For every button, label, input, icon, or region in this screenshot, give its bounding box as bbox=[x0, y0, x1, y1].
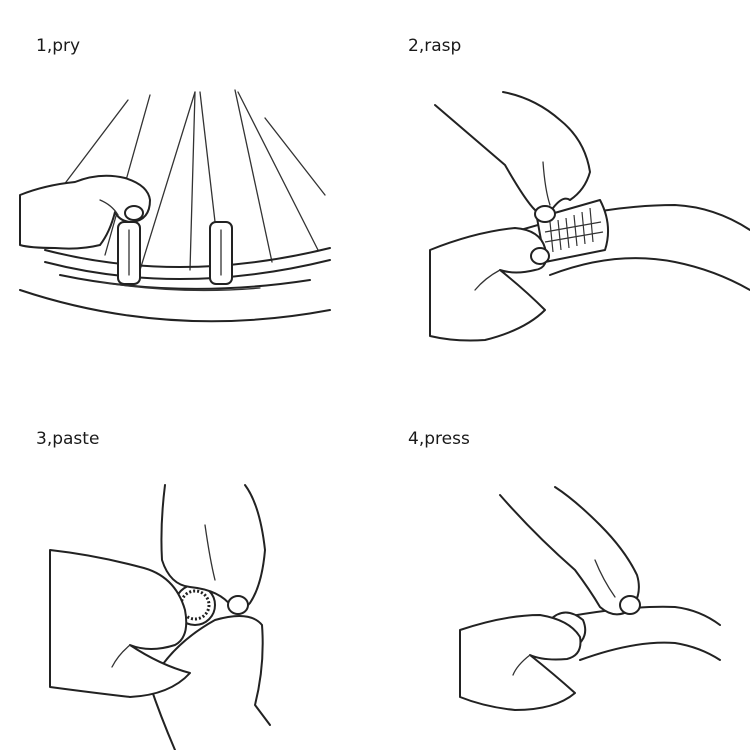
lower-hand bbox=[459, 614, 582, 711]
wheel-rim bbox=[19, 247, 331, 323]
tire-lever bbox=[117, 221, 233, 285]
step-2-label: 2,rasp bbox=[408, 36, 462, 56]
lower-hand bbox=[49, 549, 191, 698]
step-4-panel: 4,press bbox=[375, 375, 750, 750]
inner-tube bbox=[549, 605, 721, 661]
step-3-panel: 3,paste bbox=[0, 375, 375, 750]
step-1-panel: 1,pry bbox=[0, 0, 375, 375]
step-2-panel: 2,rasp bbox=[375, 0, 750, 375]
rasp-illustration bbox=[429, 91, 750, 342]
lower-hand bbox=[429, 227, 548, 342]
upper-hand bbox=[434, 91, 591, 215]
step-4-label: 4,press bbox=[408, 429, 470, 449]
pry-illustration bbox=[19, 89, 331, 323]
upper-hand bbox=[499, 486, 640, 616]
hand bbox=[19, 174, 151, 250]
paste-illustration bbox=[49, 484, 271, 750]
step-3-label: 3,paste bbox=[36, 429, 100, 449]
step-1-label: 1,pry bbox=[36, 36, 81, 56]
press-illustration bbox=[459, 486, 721, 711]
